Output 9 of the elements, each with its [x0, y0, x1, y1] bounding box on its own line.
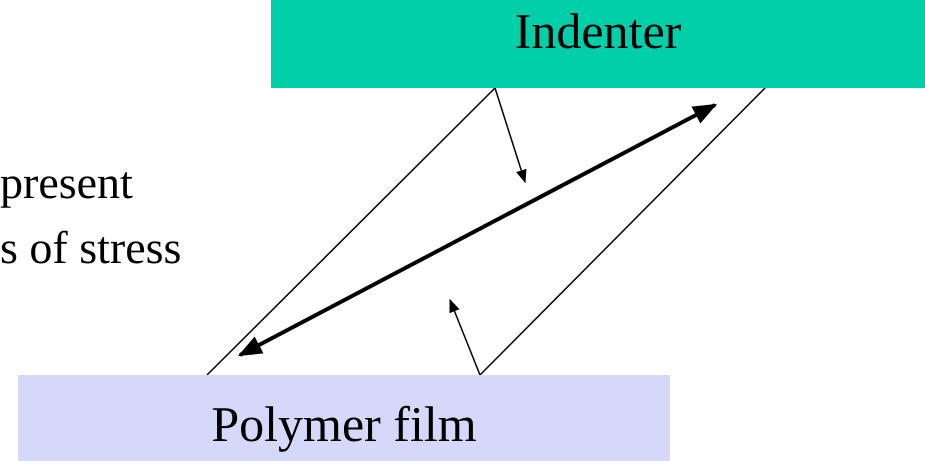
text-label: s of stress — [0, 225, 182, 271]
film-block: Polymer film — [18, 375, 670, 461]
connector-line — [206, 87, 496, 376]
arrow — [449, 298, 481, 376]
indenter-block: Indenter — [271, 0, 925, 88]
arrow — [238, 103, 718, 357]
arrow — [494, 88, 526, 184]
connector-line — [479, 87, 766, 376]
text-label: present — [0, 160, 133, 206]
